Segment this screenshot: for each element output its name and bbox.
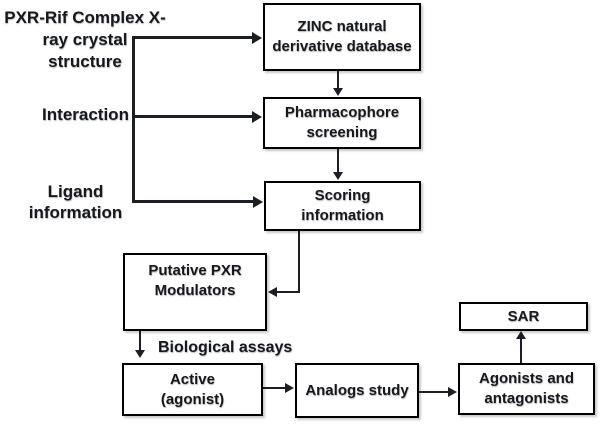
box-putative-pxr-modulators: Putative PXR Modulators bbox=[123, 253, 267, 331]
arrow-line bbox=[263, 387, 286, 389]
box-pharmacophore-screening: Pharmacophore screening bbox=[263, 97, 421, 149]
label-interaction: Interaction bbox=[42, 105, 129, 124]
arrowhead-left-icon bbox=[268, 287, 277, 297]
arrow-line bbox=[139, 331, 141, 350]
arrowhead-right-icon bbox=[448, 387, 457, 397]
box-analogs-study: Analogs study bbox=[295, 363, 419, 418]
box-active-agonist: Active (agonist) bbox=[122, 363, 263, 416]
box-zinc-database: ZINC natural derivative database bbox=[263, 3, 421, 71]
arrowhead-right-icon bbox=[252, 110, 262, 123]
arrowhead-down-icon bbox=[135, 350, 145, 358]
arrowhead-down-icon bbox=[333, 88, 343, 96]
arrowhead-right-icon bbox=[252, 31, 262, 44]
arrowhead-up-icon bbox=[516, 331, 526, 339]
arrow-line bbox=[337, 71, 339, 89]
box-agonists-antagonists: Agonists and antagonists bbox=[458, 363, 595, 415]
label-ligand-information: Ligand information bbox=[28, 182, 123, 222]
box-scoring-information: Scoring information bbox=[264, 181, 421, 231]
arrow-line bbox=[132, 200, 254, 203]
arrowhead-down-icon bbox=[333, 172, 343, 180]
elbow-vertical-line bbox=[298, 231, 300, 293]
arrow-line bbox=[337, 149, 339, 172]
label-biological-assays: Biological assays bbox=[158, 339, 293, 356]
arrow-line bbox=[520, 339, 522, 363]
box-sar: SAR bbox=[459, 302, 588, 331]
arrow-line bbox=[132, 115, 253, 118]
spine-line bbox=[132, 36, 135, 203]
elbow-horizontal-line bbox=[277, 291, 300, 293]
arrowhead-right-icon bbox=[253, 195, 263, 208]
label-crystal-structure: PXR-Rif Complex X- ray crystal structure bbox=[4, 8, 166, 71]
arrowhead-right-icon bbox=[285, 383, 294, 393]
arrow-line bbox=[419, 391, 449, 393]
arrow-line bbox=[132, 36, 253, 39]
